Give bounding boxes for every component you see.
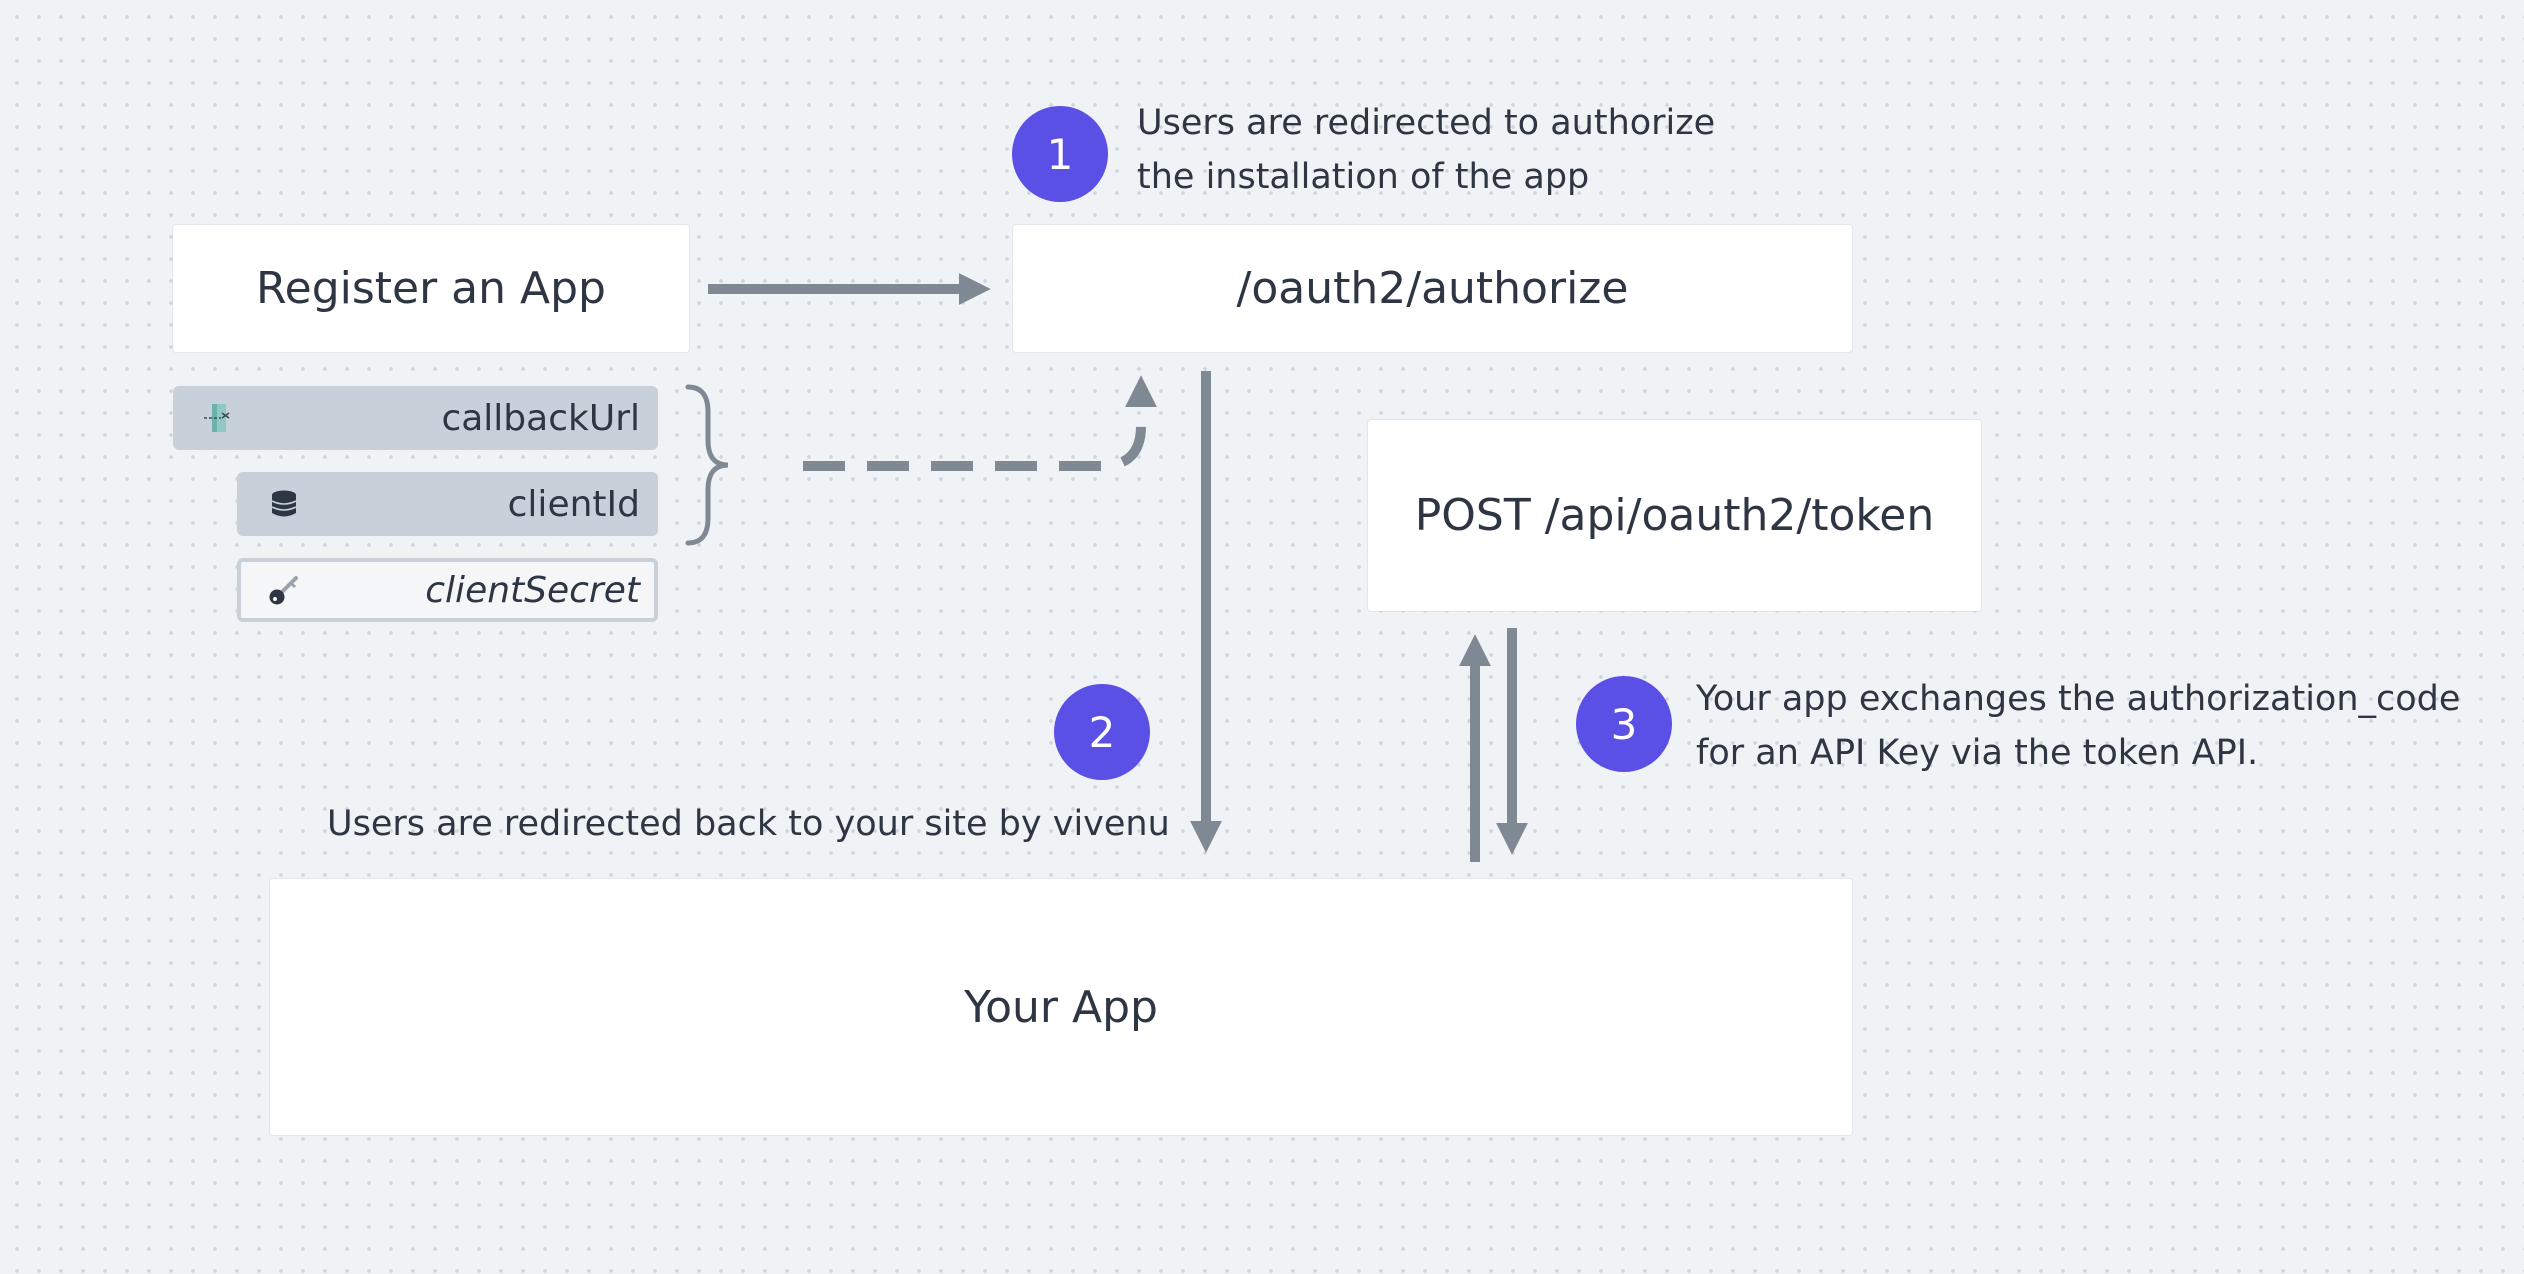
field-callback-url-label: callbackUrl	[441, 397, 640, 439]
field-client-id-label: clientId	[507, 483, 640, 525]
field-client-secret-label: clientSecret	[425, 569, 640, 611]
step-3-line-2: for an API Key via the token API.	[1696, 733, 2259, 773]
field-group-brace	[685, 384, 729, 546]
step-3-badge: 3	[1576, 676, 1672, 772]
token-endpoint-label: POST /api/oauth2/token	[1414, 490, 1935, 541]
authorize-endpoint-box[interactable]: /oauth2/authorize	[1013, 225, 1852, 352]
step-3-note: Your app exchanges the authorization_cod…	[1696, 672, 2460, 780]
key-icon	[267, 573, 301, 607]
step-3-line-1: Your app exchanges the authorization_cod…	[1696, 679, 2461, 719]
register-app-label: Register an App	[256, 263, 606, 314]
register-app-box[interactable]: Register an App	[173, 225, 689, 352]
step-1-line-1: Users are redirected to authorize	[1137, 103, 1716, 143]
field-client-id[interactable]: clientId	[237, 472, 658, 536]
authorize-endpoint-label: /oauth2/authorize	[1236, 263, 1629, 314]
step-2-note: Users are redirected back to your site b…	[327, 797, 1170, 851]
field-callback-url[interactable]: callbackUrl	[173, 386, 658, 450]
token-endpoint-box[interactable]: POST /api/oauth2/token	[1368, 420, 1981, 611]
your-app-box[interactable]: Your App	[270, 879, 1852, 1135]
database-icon	[267, 487, 301, 521]
step-1-number: 1	[1046, 129, 1074, 179]
step-2-line-1: Users are redirected back to your site b…	[327, 804, 1170, 844]
dashed-arrow-fields-to-authorize	[803, 375, 1158, 471]
step-1-line-2: the installation of the app	[1137, 157, 1590, 197]
step-2-number: 2	[1088, 707, 1116, 757]
step-3-number: 3	[1610, 699, 1638, 749]
step-1-badge: 1	[1012, 106, 1108, 202]
step-2-badge: 2	[1054, 684, 1150, 780]
field-client-secret[interactable]: clientSecret	[237, 558, 658, 622]
door-arrow-icon	[203, 401, 237, 435]
step-1-note: Users are redirected to authorize the in…	[1137, 96, 1715, 204]
your-app-label: Your App	[964, 981, 1158, 1033]
